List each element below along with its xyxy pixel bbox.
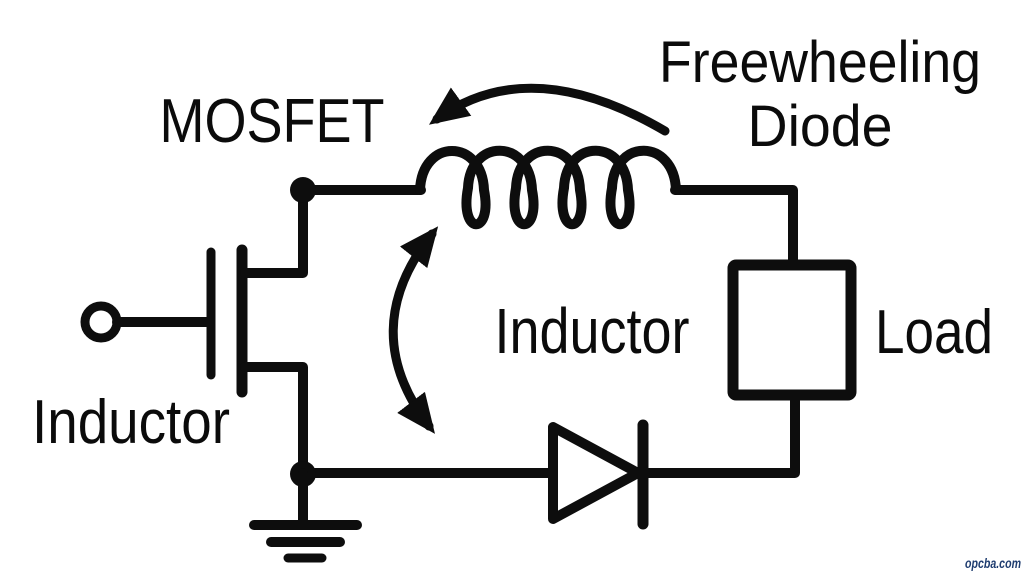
watermark: opcba.com (965, 555, 1021, 571)
freewheeling-diode-symbol (548, 419, 649, 530)
junction-node-top (290, 177, 316, 203)
inductor-left-label: Inductor (32, 388, 230, 457)
freewheeling-label-line2: Diode (748, 94, 893, 159)
top-wire-right (670, 185, 798, 271)
inductor-center-label: Inductor (495, 295, 690, 367)
mosfet-source-stub (240, 362, 308, 478)
bottom-wire-right (639, 392, 800, 478)
load-label: Load (875, 298, 993, 367)
wires (298, 185, 800, 478)
ground-symbol (249, 468, 362, 563)
inductor-current-double-arrow (388, 226, 439, 434)
mosfet-label: MOSFET (160, 87, 385, 156)
mosfet-drain-stub (240, 191, 308, 278)
freewheeling-current-arrow (428, 83, 670, 136)
mosfet-transistor-symbol (80, 191, 308, 478)
load-block (727, 259, 857, 401)
freewheeling-label-line1: Freewheeling (659, 30, 981, 95)
inductor-coil (415, 145, 681, 230)
diode-triangle (548, 422, 643, 524)
